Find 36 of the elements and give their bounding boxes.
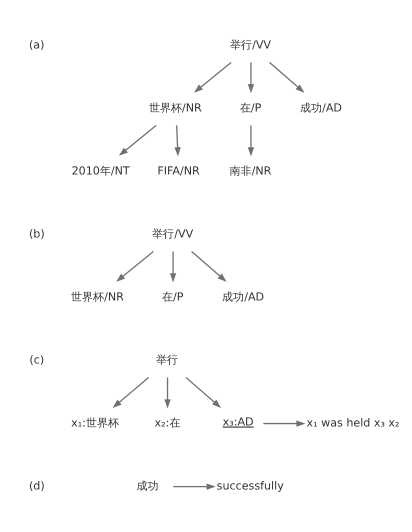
node-text: 举行 <box>156 353 178 366</box>
node-text: 举行/VV <box>230 38 272 52</box>
label: (b) <box>28 227 45 240</box>
node-text: x₃:AD <box>222 416 254 429</box>
arrow <box>186 377 222 408</box>
node-text: 2010年/NT <box>72 164 130 178</box>
label: (a) <box>28 38 44 52</box>
arrow <box>116 250 154 282</box>
node-text: 成功/AD <box>300 101 342 114</box>
label: (d) <box>28 479 45 492</box>
arrow <box>248 125 254 156</box>
arrow <box>118 124 157 156</box>
node-text: 世界杯/NR <box>148 101 202 114</box>
arrow <box>248 62 254 94</box>
node-text: FIFA/NR <box>157 164 200 178</box>
arrow <box>174 125 181 156</box>
label: (c) <box>29 353 44 366</box>
node-text: x₁ was held x₃ x₂ <box>306 416 400 430</box>
arrow <box>170 251 176 282</box>
node-text: 举行/VV <box>152 227 194 240</box>
arrow <box>164 378 171 408</box>
node-text: x₁:世界杯 <box>71 416 119 430</box>
node-text: successfully <box>216 479 284 492</box>
arrow <box>191 251 227 282</box>
node-text: 成功/AD <box>222 290 264 304</box>
arrow <box>194 62 232 93</box>
node-text: 南非/NR <box>230 164 272 178</box>
node-text: x₂:在 <box>154 416 180 430</box>
arrow <box>269 62 304 93</box>
arrow <box>173 483 216 490</box>
node-text: 在/P <box>162 290 184 304</box>
node-text: 世界杯/NR <box>71 290 124 304</box>
arrow <box>263 420 306 427</box>
node-text: 成功 <box>136 479 158 492</box>
arrow <box>112 377 149 408</box>
node-text: 在/P <box>240 101 262 114</box>
